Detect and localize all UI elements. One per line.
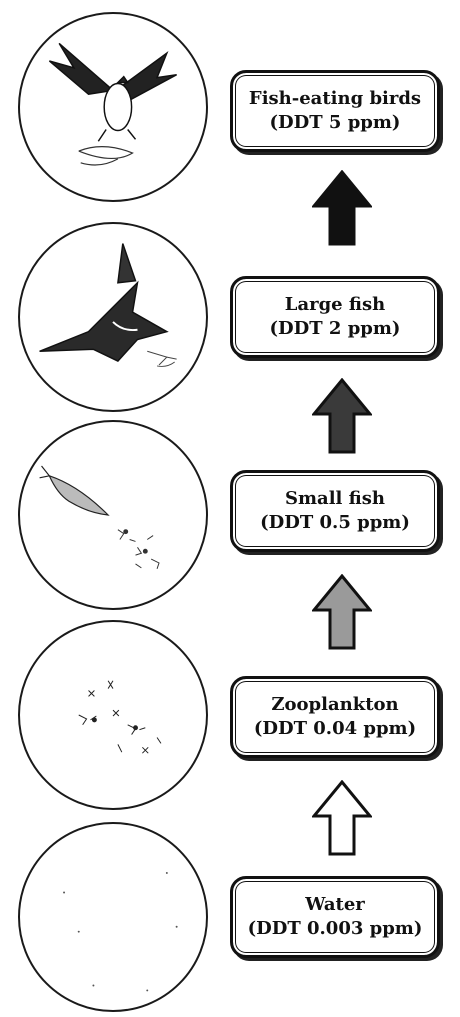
level-name: Fish-eating birds	[249, 87, 421, 111]
water-box: Water (DDT 0.003 ppm)	[230, 876, 440, 958]
arrow-shape	[314, 172, 370, 244]
small-fish-box: Small fish (DDT 0.5 ppm)	[230, 470, 440, 552]
water-illustration-circle	[18, 822, 208, 1012]
level-ddt: (DDT 5 ppm)	[270, 111, 401, 135]
level-ddt: (DDT 0.5 ppm)	[260, 511, 410, 535]
shark-illustration-circle	[18, 222, 208, 412]
small-fish-illustration-circle	[18, 420, 208, 610]
level-name: Zooplankton	[271, 693, 398, 717]
osprey-icon	[20, 14, 206, 200]
level-ddt: (DDT 0.003 ppm)	[248, 917, 423, 941]
zooplankton-icon	[20, 622, 206, 808]
fish-eating-birds-box: Fish-eating birds (DDT 5 ppm)	[230, 70, 440, 152]
arrow-shape	[314, 782, 370, 854]
arrow-up-icon-small-fish	[312, 574, 372, 650]
level-name: Large fish	[285, 293, 385, 317]
level-ddt: (DDT 0.04 ppm)	[254, 717, 416, 741]
level-name: Water	[305, 893, 365, 917]
level-name: Small fish	[285, 487, 385, 511]
water-icon	[20, 824, 206, 1010]
arrow-shape	[314, 380, 370, 452]
large-fish-box: Large fish (DDT 2 ppm)	[230, 276, 440, 358]
arrow-up-icon-zooplankton	[312, 780, 372, 856]
arrow-up-icon-large-fish	[312, 378, 372, 454]
osprey-illustration-circle	[18, 12, 208, 202]
arrow-shape	[314, 576, 370, 648]
small-fish-icon	[20, 422, 206, 608]
shark-icon	[20, 224, 206, 410]
level-ddt: (DDT 2 ppm)	[270, 317, 401, 341]
zooplankton-box: Zooplankton (DDT 0.04 ppm)	[230, 676, 440, 758]
zooplankton-illustration-circle	[18, 620, 208, 810]
arrow-up-icon-birds	[312, 170, 372, 246]
